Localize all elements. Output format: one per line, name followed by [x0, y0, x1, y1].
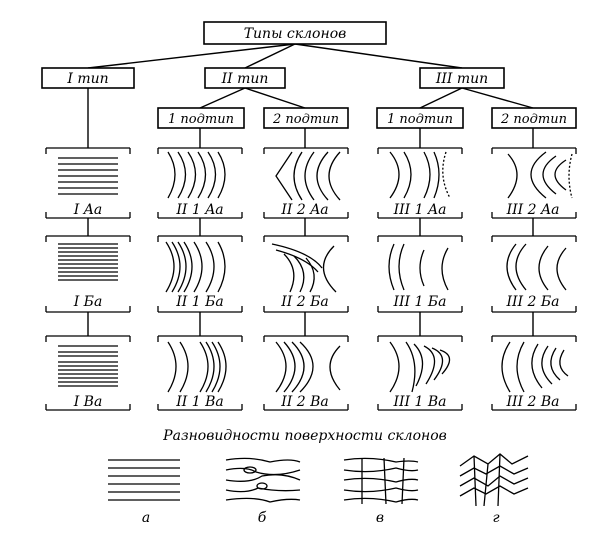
- cell-label: III 1 Вa: [392, 394, 446, 410]
- cell-label: III 1 Aa: [393, 202, 447, 218]
- title-label: Типы склонов: [244, 26, 347, 42]
- variety-b: б: [225, 457, 301, 526]
- cell-col1-row1: II 1 Бa: [157, 235, 243, 313]
- subtype-node-iii-2: 2 подтип: [491, 107, 577, 129]
- cell-col2-row2: II 2 Вa: [263, 335, 349, 411]
- variety-label: а: [142, 510, 150, 526]
- variety-label: в: [376, 510, 384, 526]
- cell-col1-row0: II 1 Aa: [157, 147, 243, 219]
- slope-grid: I Aa I Бa I Вa: [45, 147, 577, 411]
- subtype-node-ii-1: 1 подтип: [157, 107, 245, 129]
- cell-label: I Aa: [73, 202, 102, 218]
- cell-col3-row0: III 1 Aa: [377, 147, 463, 219]
- subtype-label: 2 подтип: [272, 112, 339, 127]
- cell-label: III 2 Aa: [506, 202, 560, 218]
- variety-a: а: [108, 459, 180, 526]
- type-node-2: II тип: [204, 67, 286, 89]
- title-node: Типы склонов: [203, 21, 387, 45]
- cell-col4-row0: III 2 Aa: [491, 147, 577, 219]
- subtype-node-iii-1: 1 подтип: [376, 107, 464, 129]
- cell-label: I Бa: [73, 294, 103, 310]
- subtype-label: 2 подтип: [500, 112, 567, 127]
- cell-col4-row2: III 2 Вa: [491, 335, 577, 411]
- cell-label: II 1 Вa: [175, 394, 224, 410]
- cell-label: II 1 Бa: [175, 294, 224, 310]
- cell-label: I Вa: [73, 394, 103, 410]
- cell-label: II 2 Вa: [280, 394, 329, 410]
- variety-label: г: [492, 510, 499, 526]
- subtype-label: 1 подтип: [168, 112, 234, 127]
- subtype-node-ii-2: 2 подтип: [263, 107, 349, 129]
- cell-label: II 2 Бa: [280, 294, 329, 310]
- cell-col1-row2: II 1 Вa: [157, 335, 243, 411]
- type-label: II тип: [221, 71, 269, 87]
- cell-col3-row1: III 1 Бa: [377, 235, 463, 313]
- cell-col3-row2: III 1 Вa: [377, 335, 463, 411]
- varieties-caption: Разновидности поверхности склонов: [162, 428, 447, 444]
- type-label: III тип: [435, 71, 488, 87]
- type-node-3: III тип: [419, 67, 505, 89]
- cell-col0-row1: I Бa: [45, 235, 131, 313]
- cell-label: III 2 Бa: [505, 294, 559, 310]
- cell-col2-row0: II 2 Aa: [263, 147, 349, 219]
- cell-label: III 1 Бa: [392, 294, 446, 310]
- cell-label: III 2 Вa: [505, 394, 559, 410]
- variety-label: б: [258, 510, 267, 526]
- cell-label: II 1 Aa: [175, 202, 223, 218]
- connectors: [87, 43, 534, 336]
- variety-g: г: [459, 453, 529, 526]
- cell-label: II 2 Aa: [280, 202, 328, 218]
- type-node-1: I тип: [41, 67, 135, 89]
- cell-col0-row2: I Вa: [45, 335, 131, 411]
- subtype-label: 1 подтип: [387, 112, 453, 127]
- type-label: I тип: [66, 71, 108, 87]
- cell-col4-row1: III 2 Бa: [491, 235, 577, 313]
- variety-v: в: [343, 457, 419, 526]
- cell-col2-row1: II 2 Бa: [263, 235, 349, 313]
- cell-col0-row0: I Aa: [45, 147, 131, 219]
